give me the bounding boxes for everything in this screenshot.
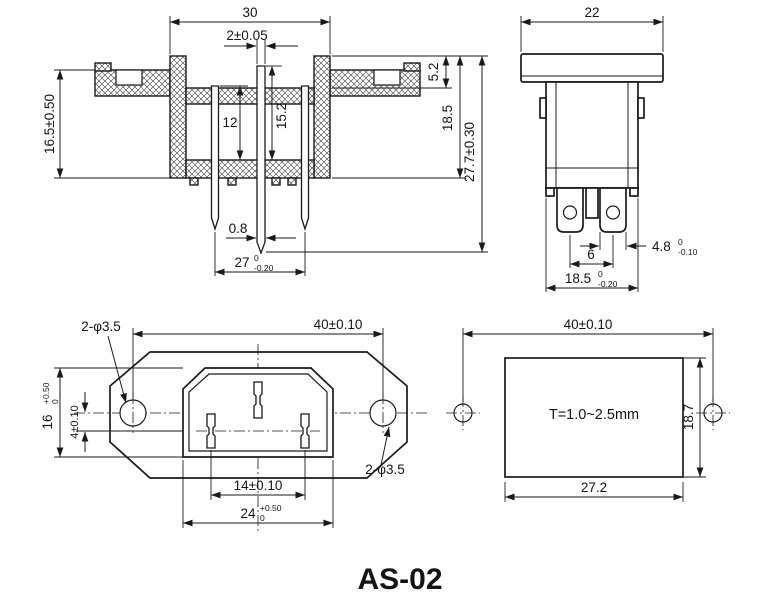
note-hole-top: 2-φ3.5	[81, 319, 127, 404]
dim-pin-pitch-label: 14±0.10	[234, 478, 283, 493]
dim-cutout-width-label: 27.2	[581, 480, 607, 495]
dim-pin-mid-label: 15.2	[274, 103, 289, 129]
dim-pin-span-label: 27	[234, 255, 249, 270]
dim-pin-span-tol-upper: 0	[254, 253, 259, 263]
dim-terminal-pitch-label: 6	[587, 247, 595, 262]
dim-mount-pitch-front: 40±0.10	[132, 317, 384, 398]
dim-recess-depth: 5.2	[426, 56, 450, 88]
dim-opening-width-label: 24	[240, 506, 256, 521]
clip-left	[539, 97, 547, 119]
dim-opening-height-label: 16	[40, 414, 55, 429]
dim-opening-height: 16 +0.50 0	[40, 367, 183, 458]
housing-side	[545, 81, 639, 189]
dim-pin-thickness: 0.8	[226, 221, 296, 242]
dim-pin-span: 27 0 -0.20	[214, 232, 306, 276]
dim-housing-width: 18.5 0 -0.20	[545, 198, 639, 292]
dim-pin-pitch: 14±0.10	[210, 450, 306, 500]
dim-pin-width-label: 2±0.05	[226, 28, 267, 43]
foot-left	[545, 187, 555, 197]
dim-pin-span-tol-lower: -0.20	[254, 263, 274, 273]
dim-terminal-width-tol-upper: 0	[678, 237, 683, 247]
flange-side-profile	[520, 53, 664, 83]
dim-pin-offset: 4±0.10	[69, 392, 183, 452]
body-wall-left	[169, 55, 187, 179]
panel-thickness-note: T=1.0~2.5mm	[549, 407, 639, 423]
pin-center-section	[256, 65, 266, 255]
foot-right	[629, 187, 639, 197]
dim-flange-height: 16.5±0.50	[42, 69, 170, 179]
panel-view: T=1.0~2.5mm 40±0.10 18.7 27.2	[446, 317, 730, 502]
dim-opening-height-tol-upper: +0.50	[41, 382, 51, 404]
dim-terminal-width: 4.8 0 -0.10	[580, 232, 698, 257]
note-hole-bottom: 2-φ3.5	[365, 426, 405, 477]
dim-pin-inner-label: 12	[222, 115, 237, 130]
dim-recess-depth-label: 5.2	[426, 63, 441, 82]
dim-cap-width: 22	[520, 5, 664, 52]
dim-opening-width-tol-lower: 0	[260, 513, 265, 523]
dim-opening-width-tol-upper: +0.50	[260, 503, 282, 513]
pin-left-front	[206, 413, 216, 449]
dim-housing-width-tol-upper: 0	[598, 269, 603, 279]
section-view: 30 2±0.05 16.5±0.50 5.2 18.5	[42, 5, 488, 276]
dim-overall-height-label: 27.7±0.30	[462, 122, 477, 182]
dim-mount-pitch-panel-label: 40±0.10	[564, 317, 613, 332]
flange-screw-slot-left	[115, 69, 143, 86]
drawing-title: AS-02	[357, 563, 442, 596]
dim-cutout-height-label: 18.7	[681, 404, 696, 430]
dim-terminal-pitch: 6	[569, 235, 614, 268]
body-base	[185, 159, 315, 179]
flange-end-tab-right	[403, 62, 421, 72]
terminal-hole-left	[562, 205, 578, 220]
dim-body-height: 18.5	[440, 56, 464, 178]
dim-cap-width-label: 22	[584, 5, 599, 20]
dim-body-width-label: 30	[242, 5, 257, 20]
dim-cutout-height: 18.7	[681, 357, 706, 478]
note-hole-top-label: 2-φ3.5	[81, 319, 121, 334]
side-view: 22 4.8 0 -0.10 6 18.5 0 -0.20	[520, 5, 698, 292]
dim-pin-inner: 12	[220, 85, 248, 160]
base-teeth	[189, 177, 297, 186]
dim-overall-height: 27.7±0.30	[462, 56, 486, 252]
note-hole-bottom-label: 2-φ3.5	[365, 462, 405, 477]
dim-terminal-width-tol-lower: -0.10	[678, 247, 698, 257]
clip-right	[637, 97, 645, 119]
recess-floor	[185, 87, 315, 105]
pin-left-section	[210, 85, 220, 232]
terminal-hole-right	[605, 205, 621, 220]
dim-cutout-width: 27.2	[504, 480, 684, 502]
pin-ground-front	[253, 381, 263, 419]
pin-right-front	[300, 413, 310, 449]
flange-end-tab-left	[94, 62, 112, 72]
dim-terminal-width-label: 4.8	[652, 239, 671, 254]
dim-pin-offset-label: 4±0.10	[69, 405, 81, 439]
dim-body-width: 30	[169, 5, 331, 54]
dim-pin-thickness-label: 0.8	[229, 221, 248, 236]
body-wall-right	[313, 55, 331, 179]
front-view: 2-φ3.5 40±0.10 16 +0.50 0 4±0.10	[40, 317, 430, 534]
terminal-middle	[585, 187, 599, 219]
panel-cutout-rect	[504, 357, 684, 478]
dim-mount-pitch-panel: 40±0.10	[462, 317, 714, 402]
dim-mount-pitch-front-label: 40±0.10	[314, 317, 363, 332]
dim-flange-height-label: 16.5±0.50	[42, 94, 57, 154]
dim-pin-mid: 15.2	[266, 65, 289, 160]
pin-right-section	[300, 85, 310, 232]
dim-opening-width: 24 +0.50 0	[182, 460, 334, 528]
dim-housing-width-tol-lower: -0.20	[598, 279, 618, 289]
dim-opening-height-tol-lower: 0	[50, 399, 60, 404]
dim-housing-width-label: 18.5	[565, 271, 591, 286]
dim-pin-width: 2±0.05	[224, 28, 298, 64]
flange-screw-slot-right	[373, 69, 401, 86]
dim-body-height-label: 18.5	[440, 105, 455, 131]
